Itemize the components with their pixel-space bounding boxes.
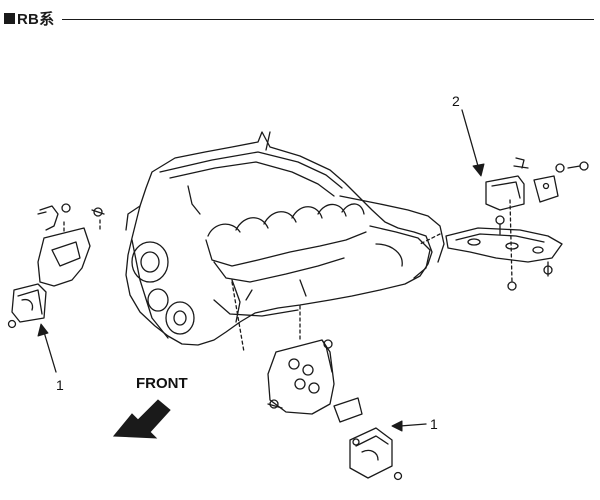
header-square-icon — [4, 13, 15, 24]
engine-assembly — [125, 131, 445, 346]
header-rule — [62, 18, 594, 20]
front-arrow-icon — [112, 399, 171, 439]
rear-transmission-mount — [419, 109, 589, 291]
left-engine-mount — [7, 203, 105, 373]
section-header: RB系 — [4, 6, 594, 30]
section-title: RB系 — [17, 10, 55, 28]
callout-left-mount: 1 — [56, 377, 64, 393]
front-label: FRONT — [136, 375, 188, 392]
callout-rear-mount: 2 — [452, 93, 460, 109]
callout-bottom-mount: 1 — [430, 416, 438, 432]
bottom-engine-mount — [231, 281, 427, 481]
